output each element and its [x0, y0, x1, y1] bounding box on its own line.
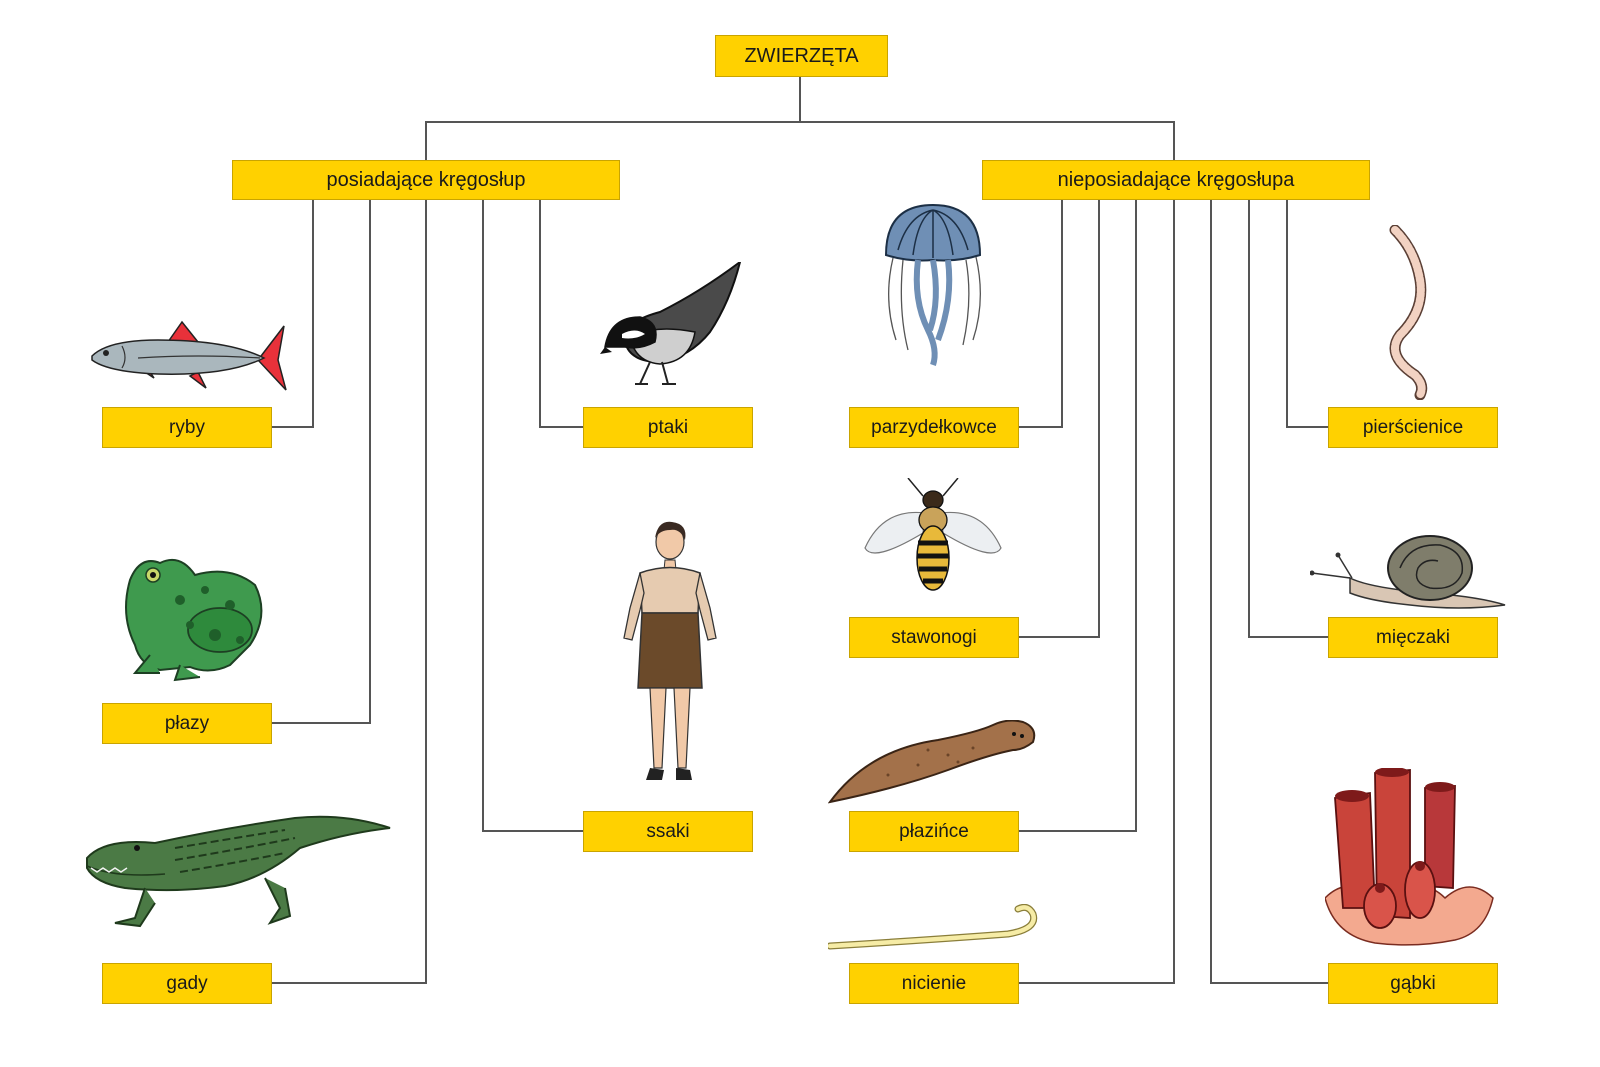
vertebrates-label: posiadające kręgosłup [232, 160, 620, 200]
label-parzydelkowce: parzydełkowce [849, 407, 1019, 448]
label-stawonogi: stawonogi [849, 617, 1019, 658]
label-nicienie: nicienie [849, 963, 1019, 1004]
woman-icon [623, 521, 717, 780]
earthworm-icon [1389, 225, 1428, 400]
root-label: ZWIERZĘTA [715, 35, 888, 77]
label-ryby: ryby [102, 407, 272, 448]
flatworm-icon [828, 720, 1036, 804]
label-ssaki: ssaki [583, 811, 753, 852]
frog-icon [125, 559, 263, 682]
roundworm-icon [828, 904, 1038, 950]
bird-icon [600, 262, 742, 385]
crocodile-icon [86, 815, 391, 928]
bee-icon [864, 478, 1002, 591]
snail-icon [1310, 535, 1506, 609]
fish-icon [91, 320, 287, 391]
label-ptaki: ptaki [583, 407, 753, 448]
label-plazy: płazy [102, 703, 272, 744]
invertebrates-label: nieposiadające kręgosłupa [982, 160, 1370, 200]
sponge-icon [1325, 768, 1494, 946]
jellyfish-icon [884, 203, 982, 366]
label-mieczaki: mięczaki [1328, 617, 1498, 658]
label-gabki: gąbki [1328, 963, 1498, 1004]
label-gady: gady [102, 963, 272, 1004]
label-pierscienice: pierścienice [1328, 407, 1498, 448]
label-plazince: płazińce [849, 811, 1019, 852]
